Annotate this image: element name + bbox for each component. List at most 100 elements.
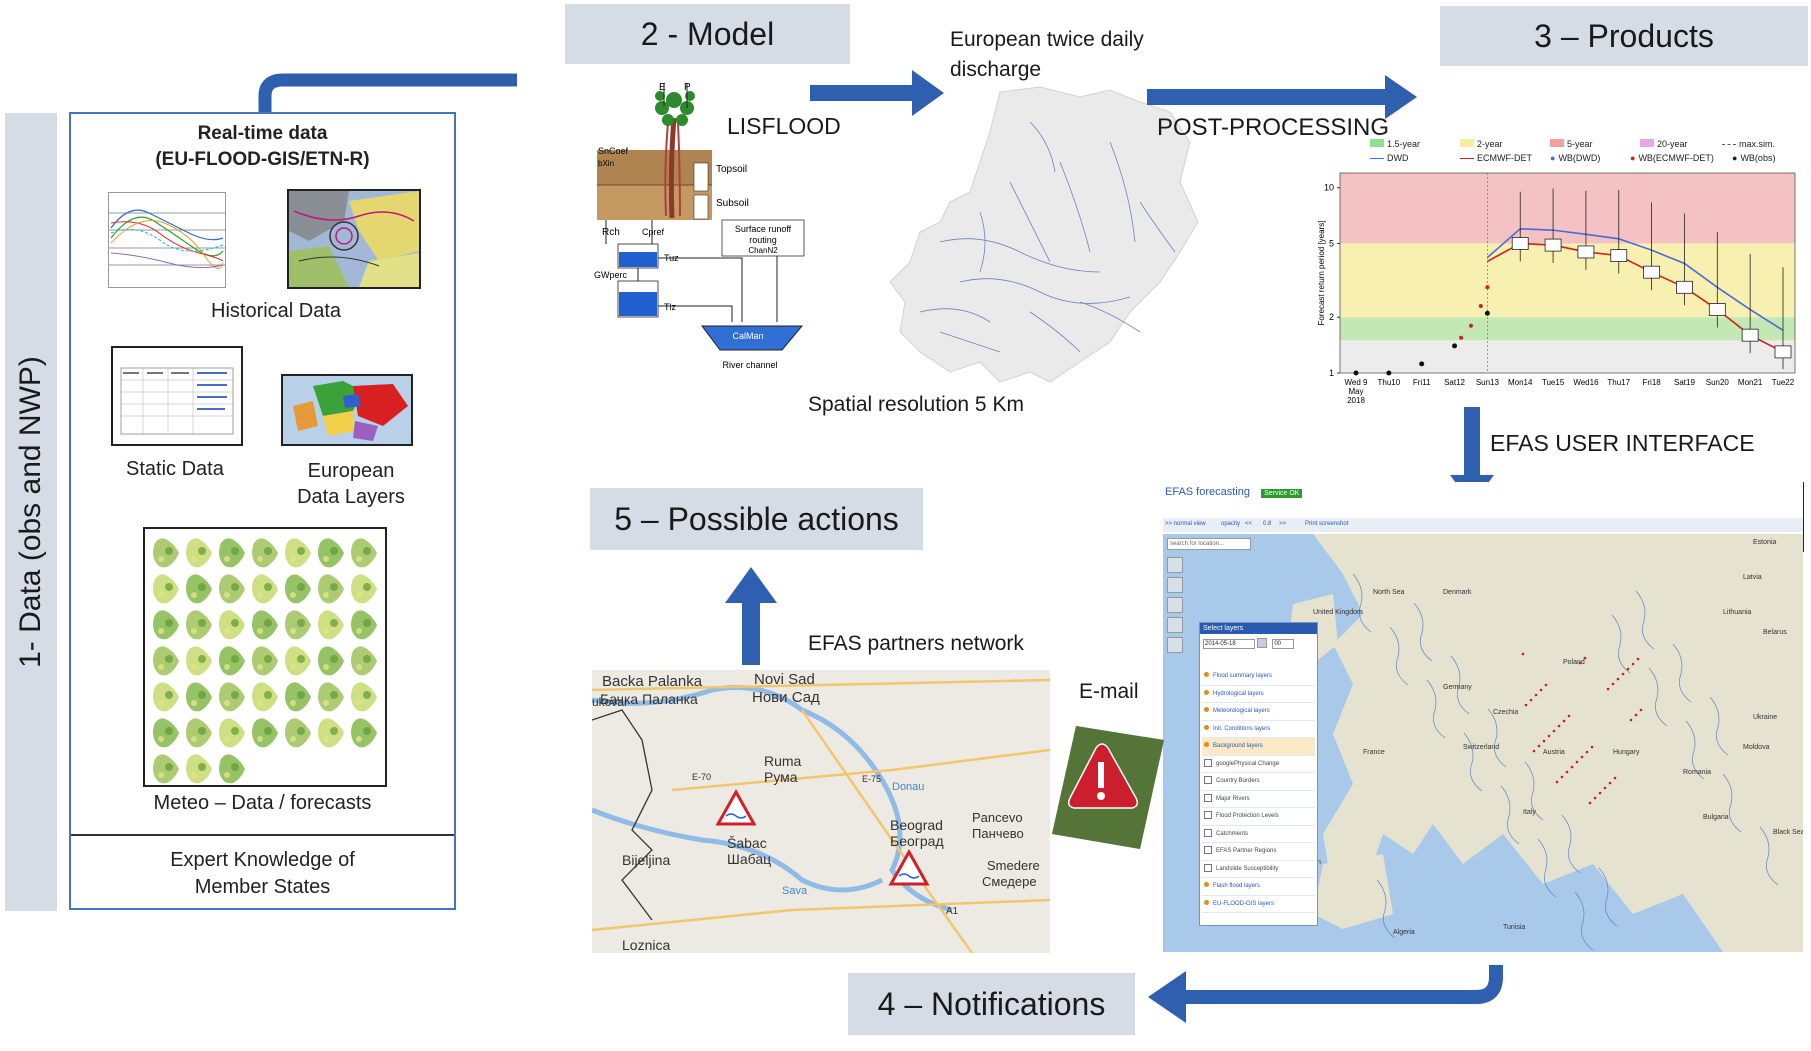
x-tick-label: Tue15 [1542,378,1565,387]
flood-point [1537,744,1541,748]
toolbar-normal-view[interactable]: >> normal view [1165,521,1206,527]
layer-item[interactable]: Hydrological layers [1202,686,1315,703]
layer-item[interactable]: Landslide Susceptibility [1202,861,1315,878]
meteo-thumbnail [219,574,245,604]
meteo-thumbnail [153,718,179,748]
layer-item[interactable]: Catchments [1202,826,1315,843]
spatial-resolution: Spatial resolution 5 Km [808,393,1024,416]
date-input[interactable]: 2014-05-18 [1203,638,1255,649]
zoom-out-icon[interactable] [1167,617,1183,633]
expand-icon[interactable] [1204,724,1209,730]
meteo-thumbnail [285,718,311,748]
efas-map-label: Lithuania [1723,609,1752,616]
efas-map-label: Italy [1523,809,1536,816]
zoom-in-icon[interactable] [1167,597,1183,613]
partners-map-label: Смедере [982,874,1037,889]
efas-toolbar: >> normal view opacity << 0.8 >> Print s… [1163,518,1803,532]
hour-select[interactable]: 00 [1272,638,1295,649]
realtime-title-line1: Real-time data [197,123,328,144]
efas-search-input[interactable]: search for location... [1167,538,1251,550]
flood-point [1578,661,1582,665]
series-line-dwd [1486,227,1784,331]
expand-icon[interactable] [1204,689,1209,695]
layer-label: Catchments [1216,830,1249,837]
checkbox-icon[interactable] [1204,793,1212,802]
move-tool-icon[interactable] [1167,577,1183,593]
layer-item[interactable]: Background layers [1202,738,1315,756]
meteo-thumbnail [219,538,245,568]
layer-item[interactable]: Meteorological layers [1202,703,1315,721]
expand-icon[interactable] [1204,707,1209,712]
partners-map-label: Рума [764,769,798,785]
flood-point [1585,750,1589,754]
meteo-thumbnail [219,646,245,676]
legend-max-sim-line [1722,144,1736,146]
meteo-thumbnail [252,610,278,640]
flood-point [1616,677,1620,681]
lisflood-chan: ChanN2 [748,246,778,255]
toolbar-opacity-up[interactable]: >> [1279,521,1287,527]
x-tick-label: Fri18 [1642,378,1661,387]
efas-iberia [1313,854,1393,929]
box-plot [1610,249,1628,263]
layer-label: Country Borders [1216,778,1260,784]
layer-item[interactable]: Major Rivers [1202,791,1315,808]
toolbar-opacity[interactable]: opacity [1221,521,1241,527]
lisflood-e: E [659,82,666,93]
flood-point [1534,693,1538,697]
layer-item[interactable]: Flash flood layers [1202,878,1315,896]
lisflood-calman: CalMan [732,331,763,341]
checkbox-icon[interactable] [1204,863,1212,872]
checkbox-icon[interactable] [1204,846,1212,855]
european-label-line1: European [307,460,395,482]
layer-item[interactable]: googlePhysical Change [1202,756,1315,773]
notifications-banner: 4 – Notifications [848,973,1135,1035]
flood-point [1639,708,1643,712]
flood-point [1583,656,1587,660]
efas-status-badge: Service OK [1261,489,1303,498]
lisflood-label: LISFLOOD [727,113,841,139]
layer-item[interactable]: EU-FLOOD-GIS layers [1202,896,1315,913]
expand-icon[interactable] [1204,672,1209,677]
checkbox-icon[interactable] [1204,776,1212,785]
expand-icon[interactable] [1204,882,1209,887]
layer-item[interactable]: Flood Protection Levels [1202,808,1315,826]
toolbar-opacity-down[interactable]: << [1245,521,1253,527]
legend-1-5-year: 1.5-year [1370,139,1420,149]
calendar-icon[interactable] [1256,638,1267,648]
toolbar-print[interactable]: Print screenshot [1305,521,1349,527]
layer-item[interactable]: EFAS Partner Regions [1202,843,1315,861]
partners-map-label: Шабац [727,851,771,867]
meteo-thumbnail [186,538,212,568]
layer-item[interactable]: Init. Conditions layers [1202,721,1315,738]
efas-right-border [1803,482,1804,552]
flood-point [1524,703,1528,707]
layer-item[interactable]: Country Borders [1202,773,1315,791]
discharge-title-line2: discharge [950,58,1042,81]
meteo-thumbnail [186,646,212,676]
checkbox-icon[interactable] [1204,758,1212,767]
email-label: E-mail [1079,680,1139,703]
flood-point [1588,801,1592,805]
expand-icon[interactable] [1204,742,1209,747]
checkbox-icon[interactable] [1204,828,1212,837]
layer-item[interactable]: Flood summary layers [1202,668,1315,686]
meteo-thumbnail [285,574,311,604]
meteo-thumbnail [153,646,179,676]
legend-5-year-swatch [1550,139,1564,147]
measure-tool-icon[interactable] [1167,637,1183,653]
efas-rivers [1352,573,1779,951]
lisflood-gw: GWperc [594,270,628,280]
flood-point [1567,714,1571,718]
checkbox-icon[interactable] [1204,811,1212,820]
meteo-thumbnail [186,610,212,640]
y-tick-label: 2 [1329,312,1334,322]
expand-icon[interactable] [1204,899,1209,905]
european-layers-map-thumbnail [281,374,413,446]
meteo-thumbnail [351,682,377,712]
pan-tool-icon[interactable] [1167,557,1183,573]
efas-map-label: Latvia [1743,574,1762,581]
partners-map-label: Београд [890,833,944,849]
legend-2-year-swatch [1460,139,1474,147]
